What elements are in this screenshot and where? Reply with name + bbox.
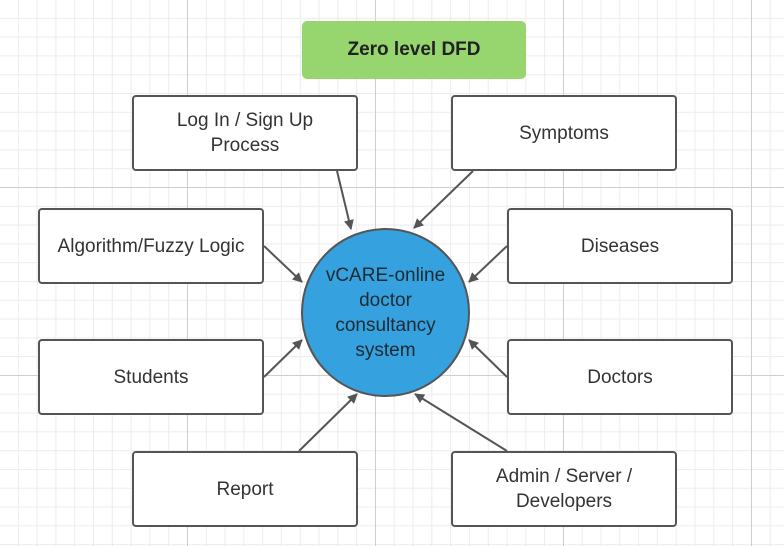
- central-process-circle: vCARE-online doctor consultancy system: [301, 228, 470, 397]
- node-students: Students: [38, 339, 264, 415]
- arrow-algorithm: [263, 245, 303, 283]
- node-diseases: Diseases: [507, 208, 733, 284]
- node-symptoms: Symptoms: [451, 95, 677, 171]
- node-doctors: Doctors: [507, 339, 733, 415]
- arrow-symptoms: [413, 170, 474, 229]
- node-login-signup: Log In / Sign Up Process: [132, 95, 358, 171]
- arrow-report: [298, 393, 358, 452]
- node-admin-server-developers: Admin / Server / Developers: [451, 451, 677, 527]
- diagram-title: Zero level DFD: [302, 21, 526, 79]
- arrow-login: [336, 170, 354, 230]
- node-report: Report: [132, 451, 358, 527]
- arrow-students: [263, 339, 303, 378]
- arrow-diseases: [468, 245, 508, 283]
- arrow-doctors: [468, 339, 508, 378]
- arrow-admin: [414, 393, 508, 452]
- node-algorithm-fuzzy-logic: Algorithm/Fuzzy Logic: [38, 208, 264, 284]
